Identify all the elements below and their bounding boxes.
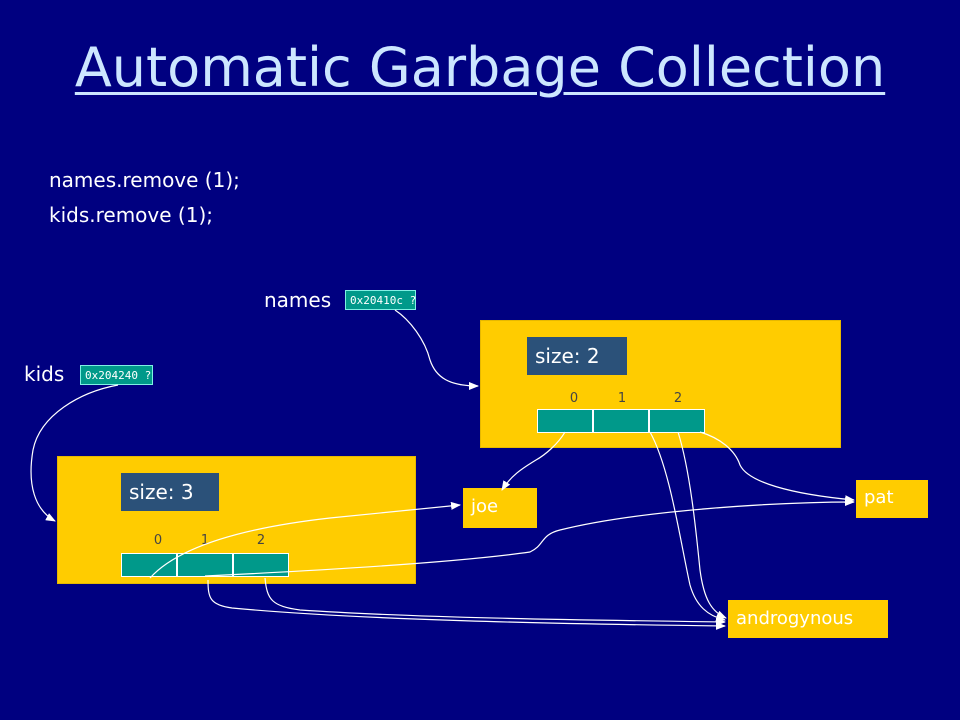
code-line-kids-remove: kids.remove (1);	[49, 203, 213, 227]
kids-index-0: 0	[153, 533, 163, 548]
code-line-names-remove: names.remove (1);	[49, 168, 240, 192]
string-joe: joe	[463, 488, 537, 528]
names-index-2: 2	[673, 391, 683, 406]
names-variable-label: names	[264, 288, 332, 312]
kids-index-2: 2	[256, 533, 266, 548]
kids-variable-label: kids	[24, 362, 65, 386]
kids-cell-1	[177, 553, 233, 577]
arrow-kids-to-list	[30, 384, 119, 522]
names-index-0: 0	[569, 391, 579, 406]
kids-cell-0	[121, 553, 177, 577]
arrow-kids0-to-androgynous	[207, 579, 726, 630]
names-cell-2	[649, 409, 705, 433]
kids-pointer-box: 0x204240 ?	[80, 365, 153, 385]
slide-title: Automatic Garbage Collection	[74, 36, 886, 99]
kids-cell-2	[233, 553, 289, 577]
arrow-names-to-list	[394, 309, 479, 390]
arrow-names0-to-androgynous	[649, 431, 726, 622]
kids-size-box: size: 3	[121, 473, 219, 511]
arrow-kids2-to-androgynous	[264, 577, 726, 626]
arrow-names2-to-pat	[699, 431, 855, 504]
string-androgynous: androgynous	[728, 600, 888, 638]
kids-index-1: 1	[200, 533, 210, 548]
string-pat: pat	[856, 480, 928, 518]
arrow-kids1-to-pat	[204, 498, 855, 577]
names-size-box: size: 2	[527, 337, 627, 375]
names-list-object: size: 2 0 1 2	[480, 320, 841, 448]
names-pointer-box: 0x20410c ?	[345, 290, 416, 310]
arrow-names0-to-joe	[501, 431, 566, 491]
arrow-names1-to-androgynous	[677, 431, 727, 619]
names-index-1: 1	[617, 391, 627, 406]
kids-list-object: size: 3 0 1 2	[57, 456, 416, 584]
names-cell-1	[593, 409, 649, 433]
arrow-kids0-to-joe	[149, 501, 461, 579]
